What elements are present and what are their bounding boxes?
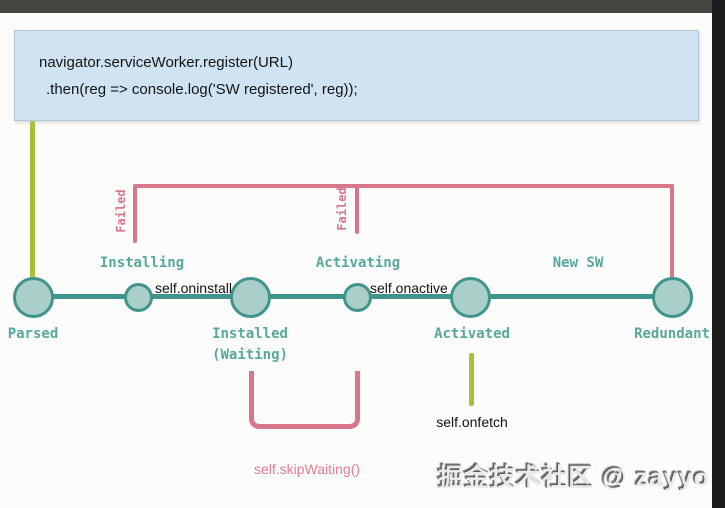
failed-bracket-horizontal-line xyxy=(133,184,674,188)
code-line-then: .then(reg => console.log('SW registered'… xyxy=(46,81,358,98)
register-code-block: navigator.serviceWorker.register(URL) .t… xyxy=(14,30,699,121)
node-activating xyxy=(343,283,372,312)
register-connector-line xyxy=(30,121,35,278)
label-installing: Installing xyxy=(99,255,185,271)
label-self-onfetch: self.onfetch xyxy=(436,414,508,430)
label-redundant: Redundant xyxy=(634,326,710,342)
failed-bracket-installing-drop-line xyxy=(133,184,137,243)
failed-label-activating: Failed xyxy=(335,187,349,231)
right-letterbox-bar xyxy=(712,0,725,508)
label-activating: Activating xyxy=(315,255,401,271)
failed-label-installing: Failed xyxy=(114,189,128,233)
label-self-oninstall: self.oninstall xyxy=(154,280,232,296)
label-new-sw: New SW xyxy=(552,255,604,271)
label-parsed: Parsed xyxy=(7,326,59,342)
label-waiting: (Waiting) xyxy=(212,347,288,363)
top-letterbox-bar xyxy=(0,0,725,13)
node-parsed xyxy=(13,277,54,318)
failed-bracket-activating-drop-line xyxy=(355,184,359,234)
node-redundant xyxy=(652,277,693,318)
onfetch-connector-line xyxy=(469,353,474,406)
watermark-text: 掘金技术社区 @ zayyo xyxy=(438,464,710,492)
label-installed: Installed xyxy=(212,326,288,342)
node-installing xyxy=(124,283,153,312)
node-activated xyxy=(450,277,491,318)
node-installed xyxy=(230,277,271,318)
label-self-onactive: self.onactive xyxy=(370,280,448,296)
code-line-register: navigator.serviceWorker.register(URL) xyxy=(39,54,293,71)
failed-bracket-redundant-drop-line xyxy=(670,184,674,278)
label-activated: Activated xyxy=(434,326,510,342)
skip-waiting-label: self.skipWaiting() xyxy=(253,461,361,477)
skip-waiting-bracket xyxy=(249,371,360,429)
